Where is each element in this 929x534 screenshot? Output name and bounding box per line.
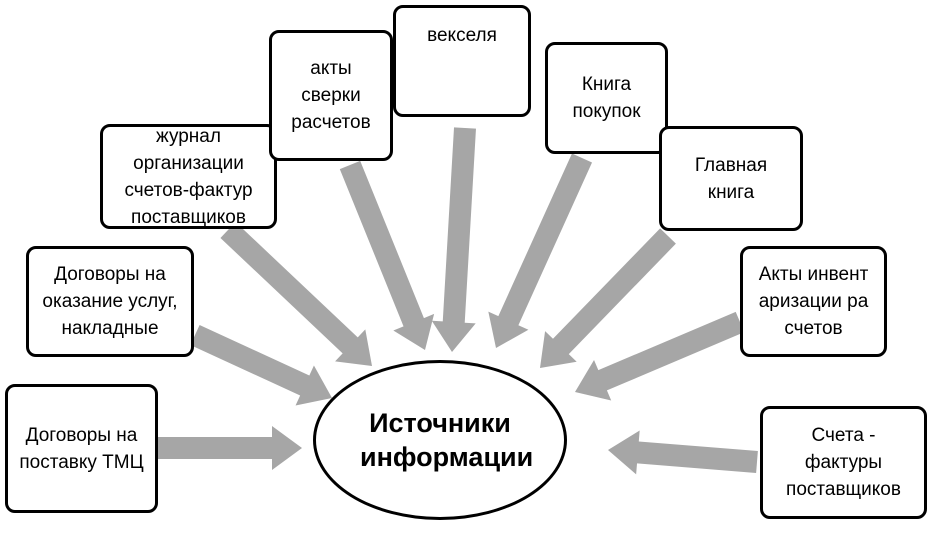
source-label: Книга покупок xyxy=(572,74,641,122)
source-box-bills: векселя xyxy=(393,5,531,117)
source-label: акты сверки расчетов xyxy=(291,58,371,133)
source-box-reconciliation-acts: акты сверки расчетов xyxy=(269,30,393,161)
source-box-inventory-acts: Акты инвентаризации расчетов xyxy=(740,246,887,357)
arrow-icon xyxy=(608,430,758,475)
arrow-icon xyxy=(575,311,745,401)
arrow-icon xyxy=(431,127,476,353)
arrow-icon xyxy=(540,228,676,368)
arrow-icon xyxy=(220,222,372,366)
source-box-service-contracts: Договоры на оказание услуг, накладные xyxy=(26,246,194,357)
center-ellipse: Источники информации xyxy=(313,360,567,520)
source-label: Акты инвентаризации расчетов xyxy=(758,264,869,339)
source-label: Главная книга xyxy=(694,154,768,203)
arrow-icon xyxy=(190,325,332,406)
source-label: Договоры на оказание услуг, накладные xyxy=(42,264,178,339)
source-box-purchase-book: Книга покупок xyxy=(545,42,668,154)
source-label: Договоры на поставку ТМЦ xyxy=(19,424,144,473)
arrow-icon xyxy=(488,153,593,348)
source-box-invoice-journal: журнал организации счетов-фактур поставщ… xyxy=(100,124,277,229)
arrow-icon xyxy=(158,426,302,470)
source-label: Счета - фактуры поставщиков xyxy=(786,425,901,500)
source-label: журнал организации счетов-фактур поставщ… xyxy=(124,125,253,228)
center-label: Источники информации xyxy=(360,408,534,472)
source-box-supplier-invoices: Счета - фактуры поставщиков xyxy=(760,406,927,519)
source-box-supply-contracts: Договоры на поставку ТМЦ xyxy=(5,384,158,513)
source-label: векселя xyxy=(427,25,497,46)
source-box-general-ledger: Главная книга xyxy=(659,126,803,231)
arrow-icon xyxy=(339,160,435,350)
